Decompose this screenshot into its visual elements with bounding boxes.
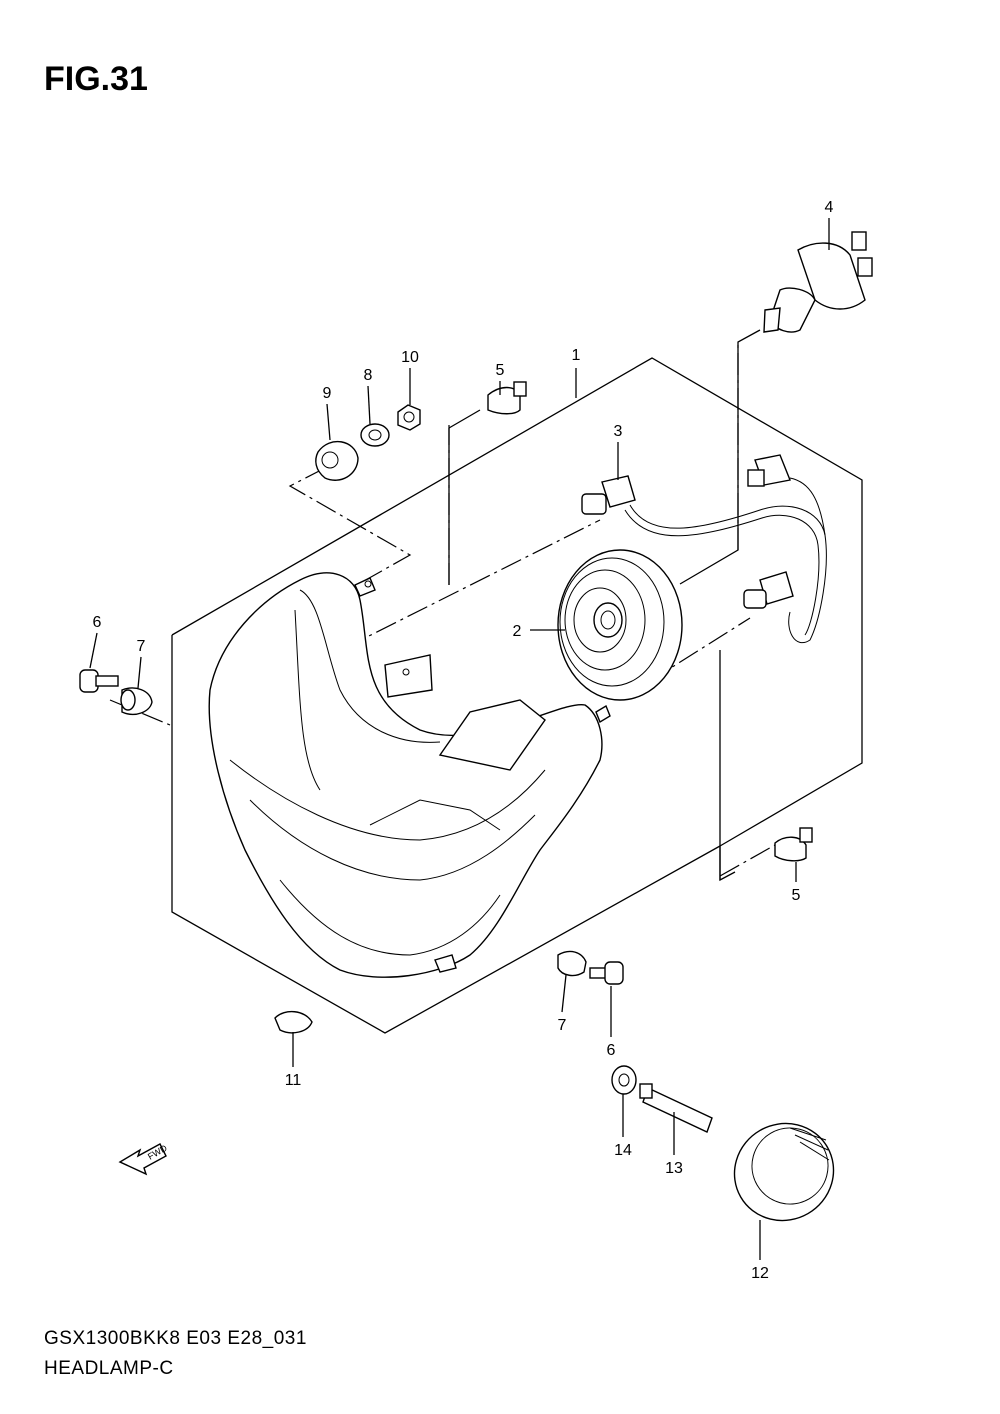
callout-labels: 1 2 3 4 5 5 6 6 7 7 8 9 10 11 12 13 14	[89, 199, 834, 1282]
washer-14	[611, 1065, 637, 1095]
callout-2: 2	[513, 623, 522, 640]
position-bulb-lower	[774, 827, 813, 862]
leader-lines	[109, 342, 776, 877]
screw-right	[589, 961, 624, 985]
screw-left	[79, 669, 119, 693]
callout-8: 8	[364, 367, 373, 384]
fwd-arrow-icon: FWD	[118, 1143, 169, 1176]
position-bulb-upper	[487, 381, 527, 415]
headlamp-reflector	[557, 549, 683, 701]
grommet-right	[557, 950, 587, 977]
model-code: GSX1300BKK8 E03 E28_031	[44, 1328, 307, 1349]
callout-5-lower: 5	[792, 887, 801, 904]
callout-5-upper: 5	[496, 362, 505, 379]
callout-7-right: 7	[558, 1017, 567, 1034]
headlight-bulb	[763, 231, 873, 333]
callout-12: 12	[751, 1265, 769, 1282]
callout-6-right: 6	[607, 1042, 616, 1059]
reflector-lens	[733, 1122, 835, 1222]
collar-13	[639, 1083, 713, 1133]
callout-7-left: 7	[137, 638, 146, 655]
callout-10: 10	[401, 349, 419, 366]
callout-4: 4	[825, 199, 834, 216]
section-name: HEADLAMP-C	[44, 1358, 174, 1379]
callout-13: 13	[665, 1160, 683, 1177]
callout-14: 14	[614, 1142, 632, 1159]
grommet-11	[274, 1011, 313, 1034]
headlamp-housing	[208, 572, 611, 978]
grommet-9	[315, 440, 359, 481]
bulb-socket	[581, 454, 827, 643]
figure-title: FIG.31	[44, 60, 148, 98]
nut-10	[397, 404, 421, 431]
washer-8	[360, 423, 390, 447]
callout-3: 3	[614, 423, 623, 440]
callout-11: 11	[285, 1072, 302, 1089]
callout-9: 9	[323, 385, 332, 402]
callout-1: 1	[572, 347, 581, 364]
callout-6-left: 6	[93, 614, 102, 631]
grommet-left	[120, 687, 153, 716]
